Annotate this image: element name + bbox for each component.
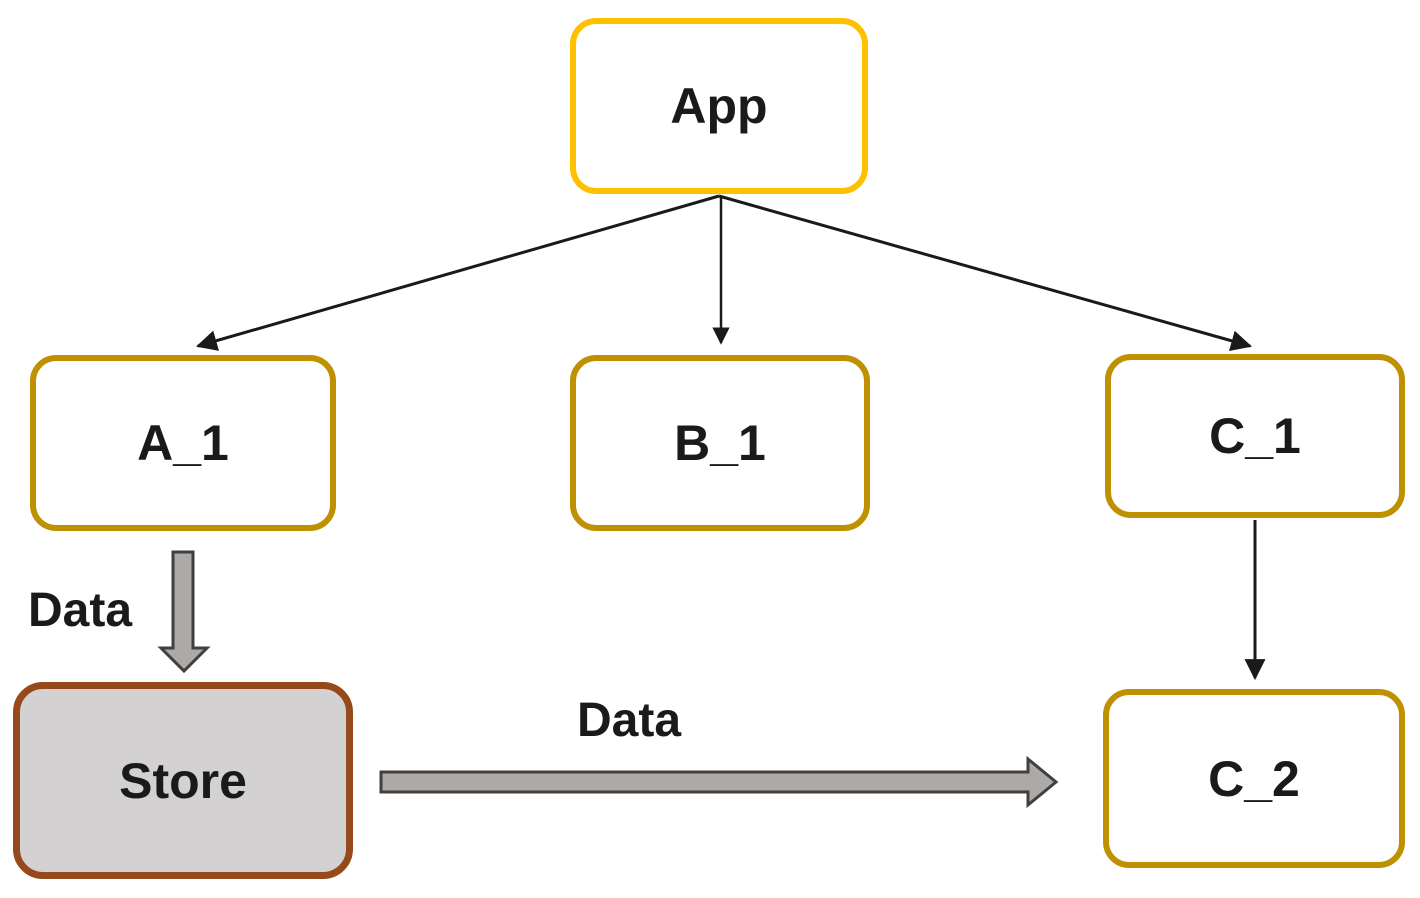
node-a1: A_1	[30, 355, 336, 531]
edge-label-store-c2-data: Data	[576, 694, 682, 747]
block-arrow-a1-store	[157, 550, 211, 674]
node-app: App	[570, 18, 868, 194]
edge-label-a1-store-data: Data	[27, 584, 133, 637]
node-c1-label: C_1	[1209, 408, 1301, 464]
node-a1-label: A_1	[137, 415, 229, 471]
block-arrow-store-c2	[379, 755, 1059, 809]
node-store-label: Store	[119, 752, 247, 809]
node-store: Store	[13, 682, 353, 879]
node-b1: B_1	[570, 355, 870, 531]
node-c1: C_1	[1105, 354, 1405, 518]
node-b1-label: B_1	[674, 415, 766, 471]
node-app-label: App	[670, 78, 768, 134]
node-c2-label: C_2	[1208, 750, 1300, 807]
node-c2: C_2	[1103, 689, 1405, 868]
edge-app-a1	[195, 194, 720, 351]
edge-app-c1	[718, 194, 1253, 351]
